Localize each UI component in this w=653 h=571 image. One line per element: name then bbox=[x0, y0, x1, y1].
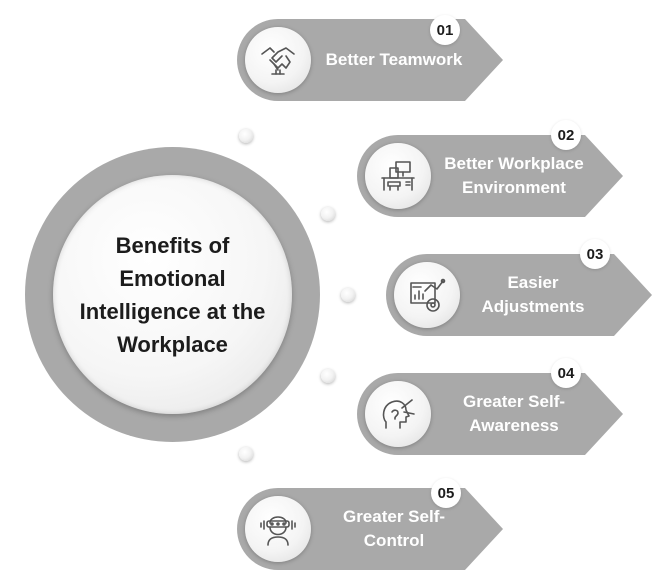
self-reflection-icon bbox=[365, 381, 431, 447]
benefit-item-03: Easier Adjustments 03 bbox=[386, 239, 653, 336]
item-label: Better Workplace Environment bbox=[444, 154, 584, 197]
item-label: Better Teamwork bbox=[325, 50, 463, 69]
brain-headset-icon bbox=[245, 496, 311, 562]
central-inner-circle: Benefits of Emotional Intelligence at th… bbox=[53, 175, 292, 414]
benefit-item-05: Greater Self-Control 05 bbox=[237, 478, 505, 570]
connector-dot bbox=[321, 369, 335, 383]
benefit-item-02: Better Workplace Environment 02 bbox=[357, 120, 625, 217]
connector-dot bbox=[239, 129, 253, 143]
benefit-item-04: Greater Self-Awareness 04 bbox=[357, 358, 625, 455]
analytics-icon bbox=[394, 262, 460, 328]
item-number-badge: 04 bbox=[551, 358, 581, 388]
handshake-icon bbox=[245, 27, 311, 93]
item-number-badge: 01 bbox=[430, 15, 460, 45]
diagram-title: Benefits of Emotional Intelligence at th… bbox=[79, 232, 266, 357]
benefit-item-01: Better Teamwork 01 bbox=[237, 15, 505, 101]
central-circle: Benefits of Emotional Intelligence at th… bbox=[25, 147, 320, 442]
connector-dot bbox=[341, 288, 355, 302]
connector-dot bbox=[239, 447, 253, 461]
item-number-badge: 02 bbox=[551, 120, 581, 150]
connector-dot bbox=[321, 207, 335, 221]
item-label: Greater Self-Control bbox=[342, 507, 446, 550]
item-number-badge: 05 bbox=[431, 478, 461, 508]
item-label: Greater Self-Awareness bbox=[462, 392, 566, 435]
workstation-icon bbox=[365, 143, 431, 209]
item-number-badge: 03 bbox=[580, 239, 610, 269]
item-label: Easier Adjustments bbox=[481, 273, 585, 316]
